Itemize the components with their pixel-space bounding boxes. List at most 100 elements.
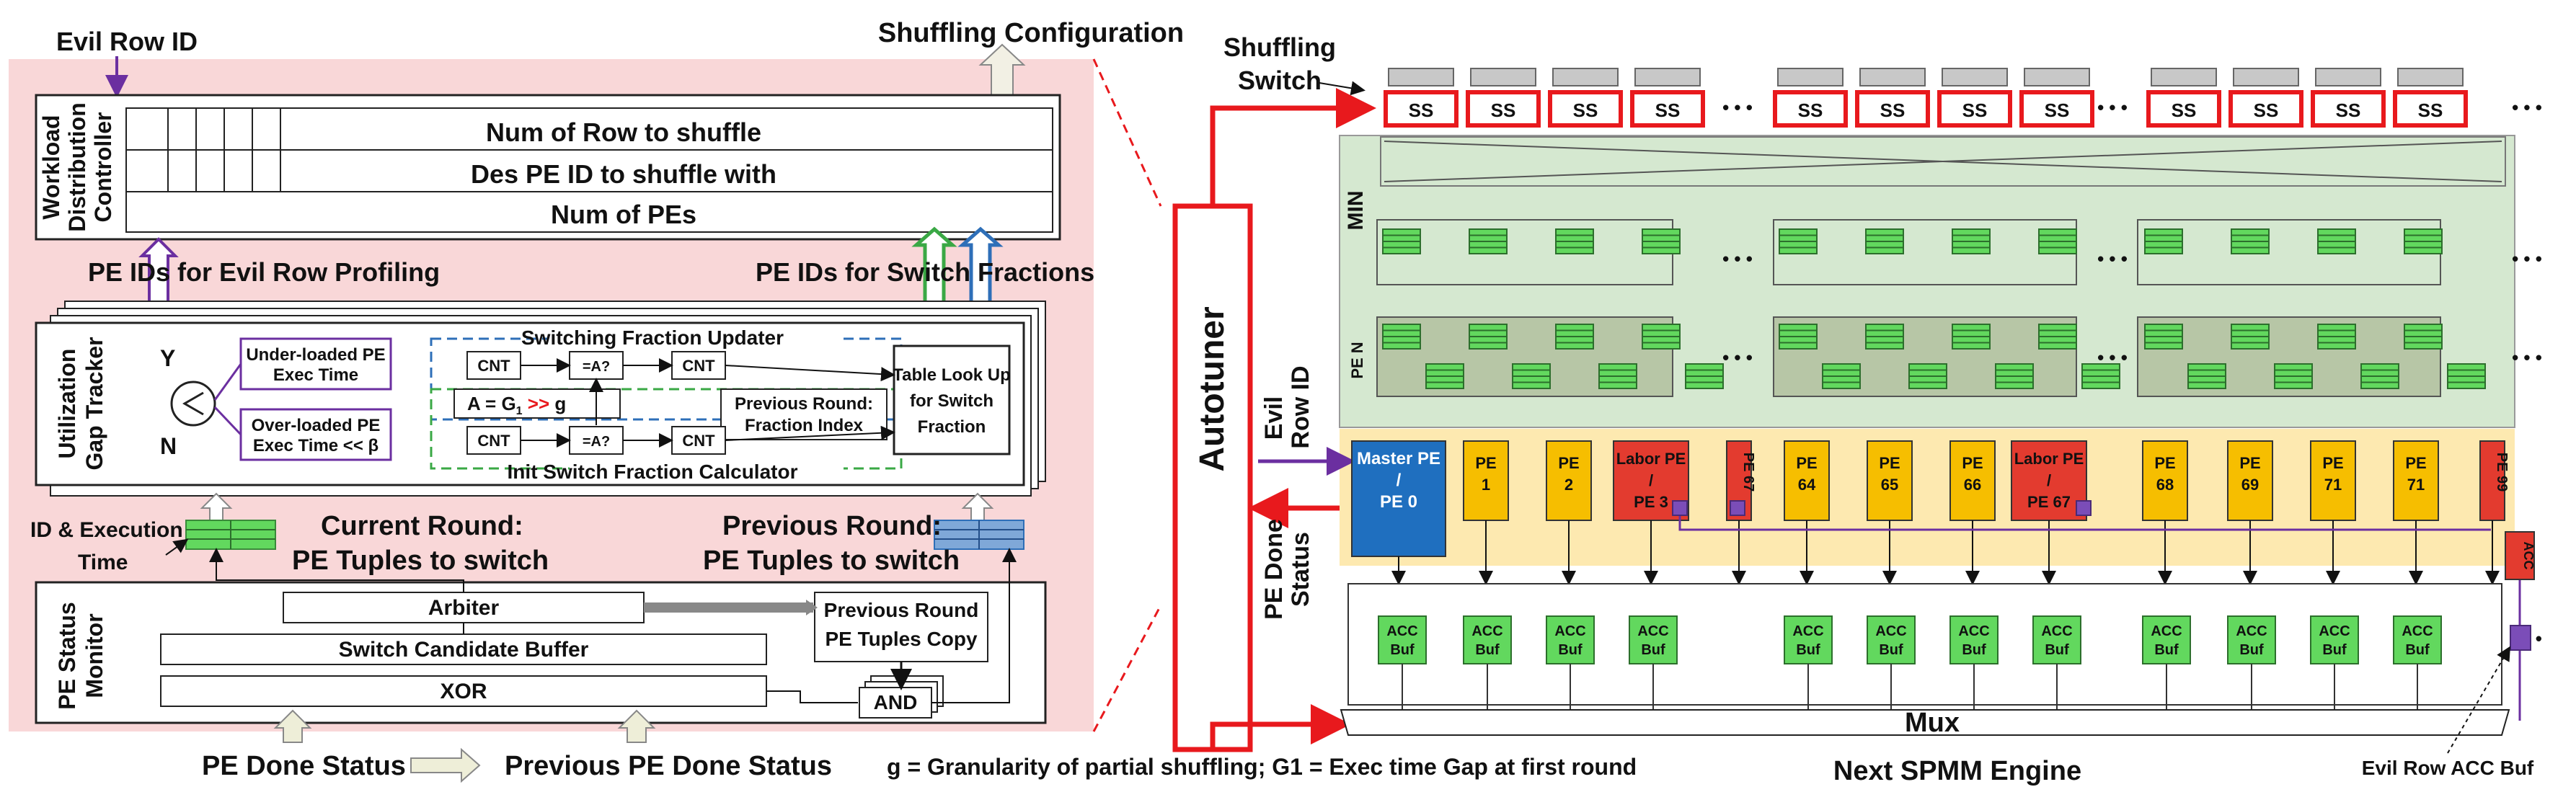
acc-buf-label-4-0: ACC: [1792, 623, 1823, 639]
ss-box-2: [1548, 90, 1623, 128]
ellipsis-min-0: • • •: [1722, 248, 1753, 270]
cnt-label-top-2: CNT: [682, 357, 715, 375]
previous-round-label: Previous Round:: [722, 511, 942, 541]
ss-cap-7: [2024, 68, 2090, 86]
evil-row-acc-buf-label: Evil Row ACC Buf: [2362, 757, 2534, 779]
acc-buf-label-6-0: ACC: [1958, 623, 1989, 639]
ss-box-10: [2311, 90, 2386, 128]
pe-ids-evil-row-label: PE IDs for Evil Row Profiling: [88, 257, 440, 287]
overloaded-line-1: Over-loaded PE: [252, 416, 381, 435]
ss-label-10: SS: [2336, 99, 2361, 121]
eqa-label-top: =A?: [583, 359, 610, 375]
wdc-title-1: Workload: [38, 115, 64, 219]
mux-shape: [1340, 709, 2510, 736]
acc-buf-label-11-1: Buf: [2405, 642, 2430, 658]
shuffling-configuration-label: Shuffling Configuration: [878, 18, 1184, 48]
comparator-icon: [170, 381, 216, 427]
acc-buf-label-3-1: Buf: [1641, 642, 1665, 658]
underloaded-line-2: Exec Time: [273, 365, 358, 385]
ss-cap-2: [1552, 68, 1619, 86]
pe-label-10-0: PE: [2239, 454, 2260, 472]
pe-label-3-1: /: [1649, 471, 1653, 489]
pe-label-12-0: PE: [2405, 454, 2426, 472]
formula-box: [453, 388, 621, 419]
pe-done-status-label: PE Done Status: [202, 751, 406, 781]
wdc-title-3: Controller: [90, 112, 116, 223]
switching-fraction-updater-label: Switching Fraction Updater: [521, 326, 784, 349]
pe-done-up-arrow-1: [273, 709, 312, 743]
current-round-tuples-icon: [185, 520, 276, 550]
psm-title-1: PE Status: [54, 602, 80, 709]
ss-label-9: SS: [2254, 99, 2279, 121]
ss-box-3: [1630, 90, 1705, 128]
cnt-label-bottom-1: CNT: [477, 432, 510, 450]
pe-ids-switch-label: PE IDs for Switch Fractions: [756, 257, 1094, 287]
utilization-gap-tracker: Utilization Gap Tracker Y N Under-loaded…: [35, 301, 1046, 497]
ugt-title-1: Utilization: [54, 349, 80, 459]
ss-box-0: [1384, 90, 1459, 128]
pe-label-6-1: 65: [1881, 476, 1898, 494]
ss-label-2: SS: [1573, 99, 1598, 121]
ss-label-3: SS: [1655, 99, 1681, 121]
ellipsis-pen-2: • • •: [2512, 347, 2542, 368]
acc-buf-label-2-1: Buf: [1558, 642, 1583, 658]
next-spmm-label: Next SPMM Engine: [1833, 756, 2081, 786]
pe-box-2: [1546, 440, 1592, 521]
ss-label-5: SS: [1880, 99, 1906, 121]
acc-buf-label-5-1: Buf: [1879, 642, 1903, 658]
pe-done-right-arrow: [410, 747, 481, 783]
cnt-box-bottom-1: [466, 426, 521, 455]
id-exec-2: Time: [78, 551, 128, 574]
pe-label-9-1: 68: [2156, 476, 2174, 494]
ss-box-5: [1855, 90, 1930, 128]
ss-cap-5: [1859, 68, 1926, 86]
acc-buf-box-5: [1867, 615, 1916, 664]
fraction-index-label: Fraction Index: [745, 416, 864, 435]
pe-label-1-1: 1: [1482, 476, 1490, 494]
ss-cap-10: [2315, 68, 2381, 86]
pe-label-5-0: PE: [1796, 454, 1817, 472]
autotuner-box: [1172, 203, 1253, 752]
acc-buf-box-9: [2227, 615, 2276, 664]
pe-label-7-0: PE: [1962, 454, 1983, 472]
acc-buf-label-8-1: Buf: [2154, 642, 2179, 658]
ugt-n: N: [160, 433, 177, 459]
evil-row-acc-buf-box: [2510, 625, 2531, 651]
zoom-line-bottom: [1092, 605, 1162, 732]
cnt-box-top-1: [466, 351, 521, 380]
evil-row-label-1: Evil: [1260, 396, 1288, 440]
pe-box-5: [1784, 440, 1830, 521]
pe-label-7-1: 66: [1964, 476, 1981, 494]
acc-buf-box-1: [1463, 615, 1512, 664]
zoom-line-top: [1092, 58, 1162, 207]
arbiter-label: Arbiter: [428, 596, 500, 620]
ss-label-4: SS: [1798, 99, 1823, 121]
ss-label-1: SS: [1491, 99, 1516, 121]
acc-buf-label-8-0: ACC: [2151, 623, 2182, 639]
pe-label-0-1: /: [1397, 471, 1402, 490]
ss-cap-3: [1634, 68, 1701, 86]
ss-box-6: [1937, 90, 2012, 128]
ss-label-7: SS: [2045, 99, 2070, 121]
right-panel: Autotuner Shuffling Switch Evil Row ID P…: [1172, 32, 2542, 786]
acc-buf-label-0-0: ACC: [1386, 623, 1417, 639]
ss-box-11: [2393, 90, 2468, 128]
cnt-label-top-1: CNT: [477, 357, 510, 375]
ugt-y: Y: [160, 345, 175, 371]
ss-cap-9: [2233, 68, 2299, 86]
prev-round-copy-box: [814, 592, 988, 662]
ss-box-8: [2146, 90, 2221, 128]
pe-label-9-0: PE: [2154, 454, 2175, 472]
acc-buf-label-10-1: Buf: [2322, 642, 2347, 658]
autotuner-label: Autotuner: [1193, 306, 1231, 471]
acc-buf-row: [1347, 583, 2502, 706]
evil-row-buf-3: [1730, 500, 1745, 516]
current-round-sub: PE Tuples to switch: [292, 546, 549, 576]
ss-cap-4: [1777, 68, 1844, 86]
wdc-row-2: Des PE ID to shuffle with: [471, 159, 776, 189]
acc-buf-box-8: [2142, 615, 2191, 664]
acc-buf-label-1-1: Buf: [1475, 642, 1500, 658]
ellipsis-min-1: • • •: [2097, 248, 2128, 270]
shuffling-switch-2: Switch: [1238, 66, 1322, 95]
